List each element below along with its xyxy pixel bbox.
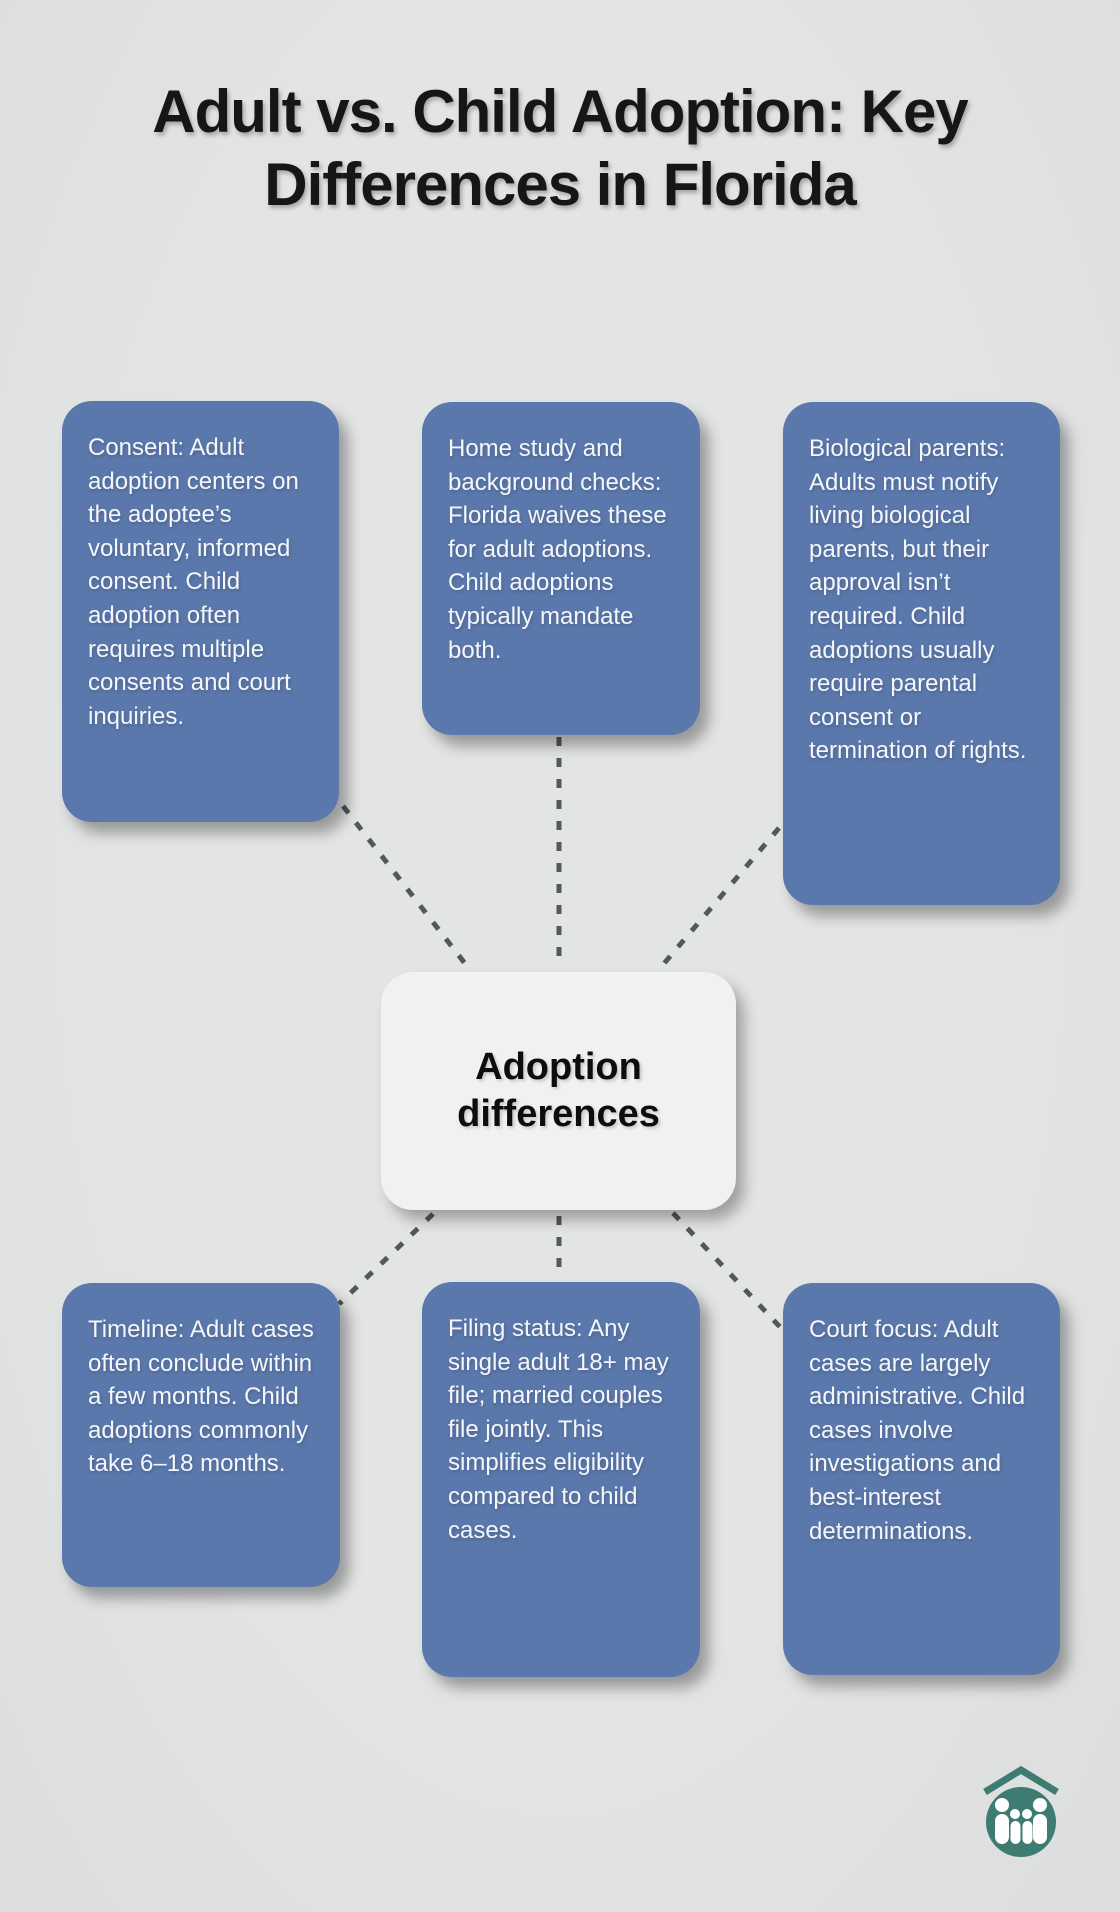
card-home-study-text: Home study and background checks: Florid…	[448, 435, 667, 664]
card-timeline-text: Timeline: Adult cases often conclude wit…	[88, 1316, 314, 1478]
roof-icon	[983, 1765, 1059, 1795]
infographic-title: Adult vs. Child Adoption: Key Difference…	[152, 78, 968, 218]
card-consent-text: Consent: Adult adoption centers on the a…	[88, 434, 299, 730]
connector-timeline	[337, 1212, 435, 1306]
card-filing-status-text: Filing status: Any single adult 18+ may …	[448, 1315, 669, 1544]
card-filing-status: Filing status: Any single adult 18+ may …	[422, 1282, 700, 1677]
family-figures-icon	[995, 1798, 1047, 1844]
card-biological-parents-text: Biological parents: Adults must notify l…	[809, 435, 1027, 765]
card-timeline: Timeline: Adult cases often conclude wit…	[62, 1283, 340, 1587]
card-court-focus-text: Court focus: Adult cases are largely adm…	[809, 1316, 1026, 1545]
center-node: Adoption differences	[381, 972, 736, 1210]
connector-consent	[341, 804, 472, 972]
center-node-label: Adoption differences	[457, 1045, 660, 1135]
card-biological-parents: Biological parents: Adults must notify l…	[783, 402, 1060, 905]
connector-biological-parents	[659, 826, 781, 969]
card-consent: Consent: Adult adoption centers on the a…	[62, 401, 339, 822]
card-court-focus: Court focus: Adult cases are largely adm…	[783, 1283, 1060, 1675]
family-home-logo-icon	[983, 1765, 1059, 1857]
card-home-study: Home study and background checks: Florid…	[422, 402, 700, 735]
